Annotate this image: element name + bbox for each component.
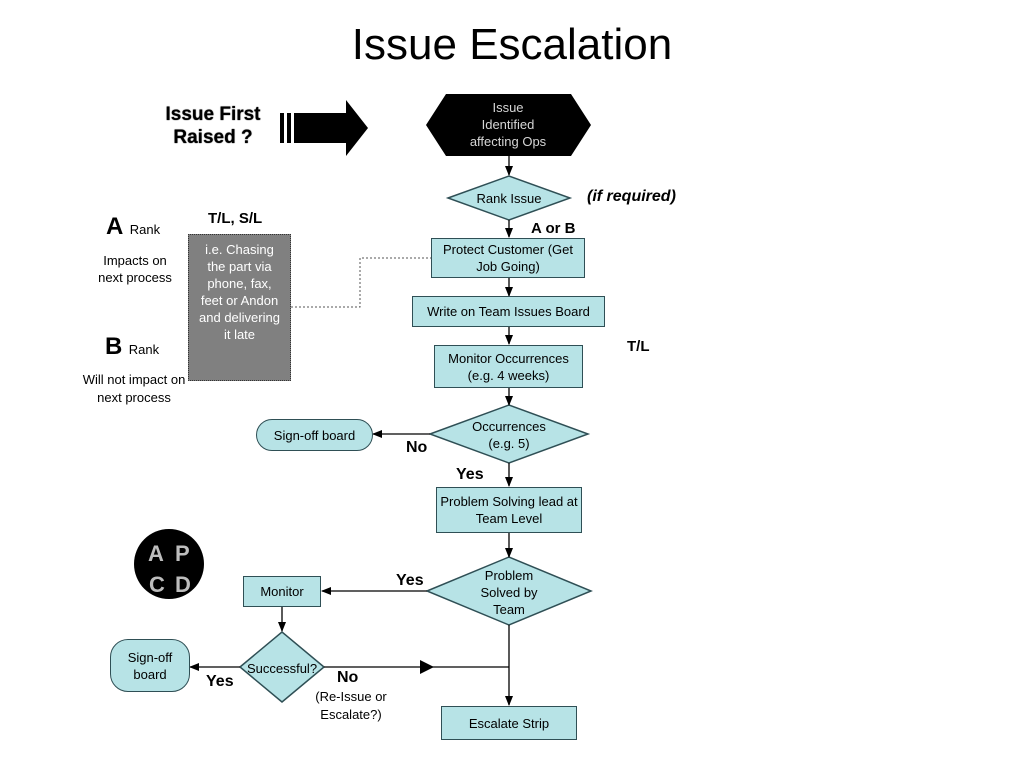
monitor-node: Monitor — [243, 576, 321, 607]
no-label-occurrences: No — [406, 439, 428, 456]
signoff-top-node: Sign-off board — [256, 419, 373, 451]
escalate-node: Escalate Strip — [441, 706, 577, 740]
rank-b-word: Rank — [128, 342, 160, 357]
problem-solved-node: Problem Solved by Team — [480, 567, 538, 617]
yes-label-occurrences: Yes — [456, 466, 484, 483]
pdca-letter-d: D — [175, 572, 191, 597]
reissue-label: (Re-Issue or Escalate?) — [315, 689, 387, 722]
if-required-label: (if required) — [587, 188, 676, 205]
occurrences-node: Occurrences (e.g. 5) — [472, 419, 546, 451]
pdca-circle: A P C D — [134, 529, 204, 599]
rank-b-letter: B — [105, 333, 123, 360]
chasing-note: i.e. Chasing the part via phone, fax, fe… — [188, 234, 291, 381]
rank-b-description: Will not impact on next process — [82, 372, 186, 405]
pdca-letter-a: A — [148, 541, 164, 566]
rank-issue-node: Rank Issue — [476, 190, 542, 206]
pdca-letter-p: P — [175, 541, 190, 566]
tl-label: T/L — [627, 338, 650, 355]
issue-first-raised-label: Issue First Raised ? — [165, 104, 261, 148]
problem-solved-diamond — [425, 556, 593, 626]
page-title: Issue Escalation — [351, 20, 673, 69]
no-label-successful: No — [337, 669, 359, 686]
rank-a-word: Rank — [129, 222, 161, 237]
issue-hexagon-shape — [426, 94, 591, 156]
problem-solving-node: Problem Solving lead at Team Level — [436, 487, 582, 533]
successful-node: Successful? — [246, 660, 318, 676]
rank-a-description: Impacts on next process — [98, 253, 172, 285]
issue-identified-node: Issue Identified affecting Ops — [469, 99, 547, 149]
monitor-occurrences-node: Monitor Occurrences (e.g. 4 weeks) — [434, 345, 583, 388]
tl-sl-label: T/L, S/L — [208, 210, 263, 227]
rank-a-heading: A Rank — [106, 213, 160, 241]
yes-label-successful: Yes — [206, 673, 234, 690]
protect-customer-node: Protect Customer (Get Job Going) — [431, 238, 585, 278]
rank-issue-diamond — [445, 175, 573, 221]
write-board-node: Write on Team Issues Board — [412, 296, 605, 327]
big-right-arrow — [280, 100, 368, 156]
signoff-bottom-node: Sign-off board — [110, 639, 190, 692]
a-or-b-label: A or B — [531, 220, 576, 237]
pdca-letter-c: C — [149, 572, 165, 597]
note-dotted-connector — [291, 257, 431, 308]
rank-a-letter: A — [106, 213, 124, 240]
midline-arrowhead — [420, 660, 434, 674]
occurrences-diamond — [427, 404, 591, 464]
rank-b-heading: B Rank — [105, 333, 159, 361]
yes-label-solved: Yes — [396, 572, 424, 589]
